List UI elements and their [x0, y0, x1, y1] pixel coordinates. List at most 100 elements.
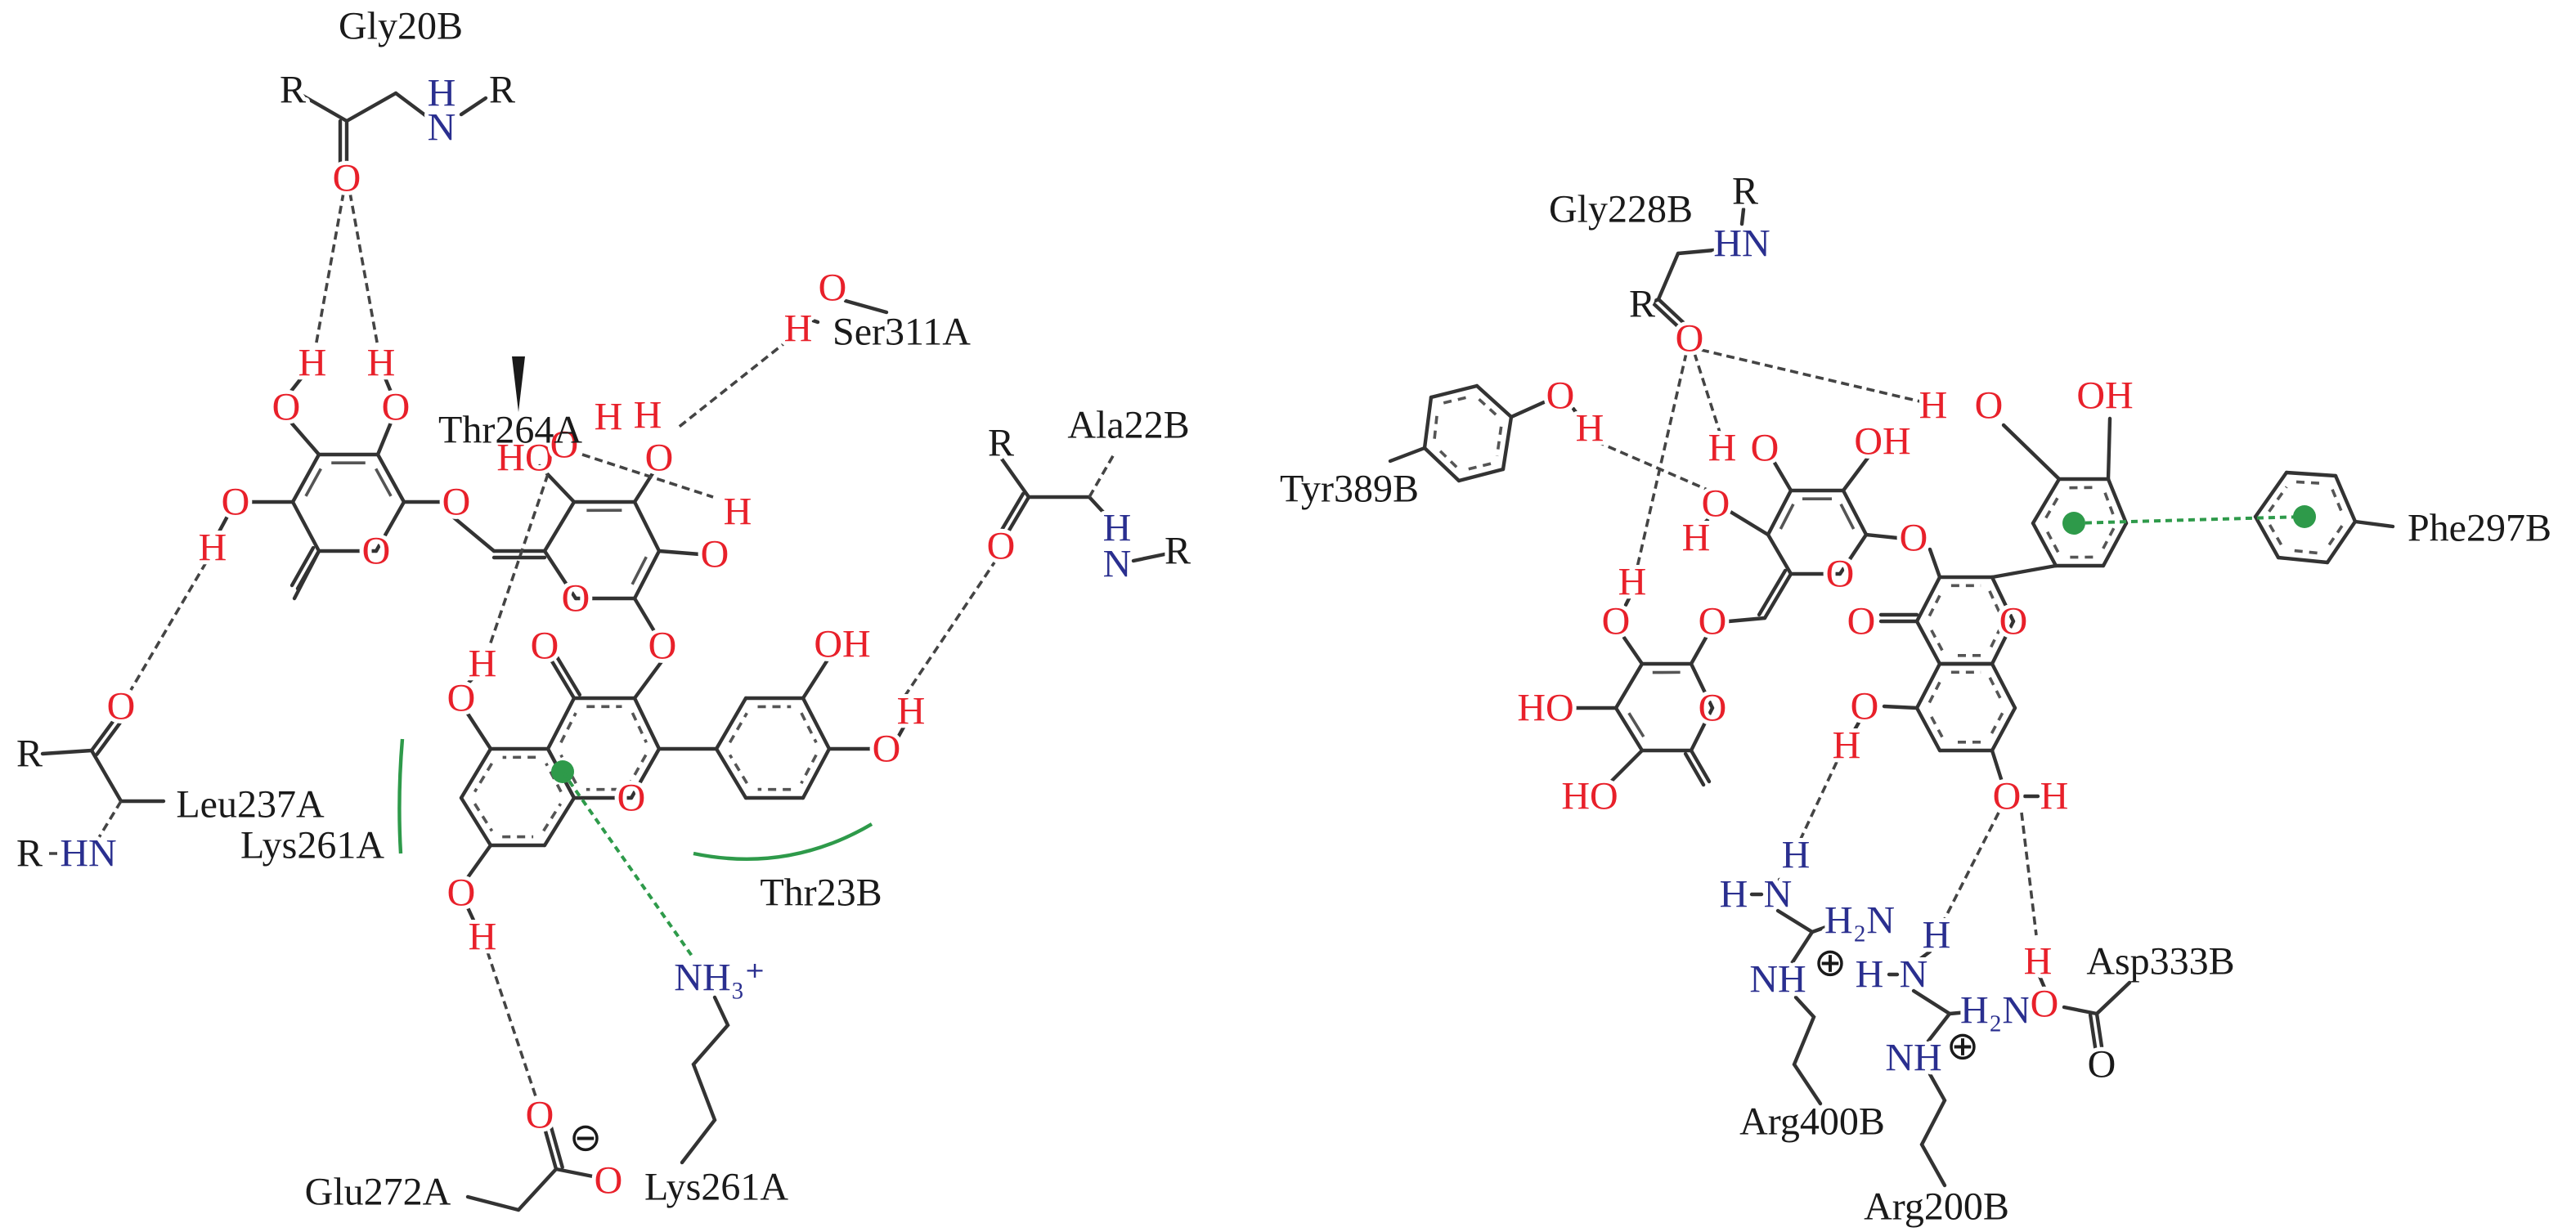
bond	[464, 673, 478, 688]
aromatic-bond	[1443, 395, 1470, 405]
bond	[632, 596, 657, 634]
atom-label: O	[1900, 517, 1928, 560]
atom-label: H	[634, 394, 662, 437]
bond	[1924, 1011, 1952, 1046]
bond	[1882, 704, 1919, 710]
hydrogen-bond	[581, 453, 714, 499]
hydrogen-bond	[1595, 440, 1710, 492]
pi-pi-stacking-interaction	[2073, 515, 2305, 525]
atom-label: H	[1103, 507, 1132, 550]
aromatic-bond	[728, 754, 748, 785]
bond	[2062, 1005, 2099, 1016]
atom-label: O	[222, 481, 250, 524]
hydrogen-bond	[487, 473, 550, 648]
aromatic-bond	[1988, 590, 2003, 617]
atom-label: O	[1975, 384, 2004, 428]
hashed-wedge-bond	[96, 800, 123, 840]
ring-double-bond	[1627, 712, 1645, 738]
ring-bond	[1766, 488, 1793, 537]
aromatic-bond	[800, 712, 818, 744]
bond	[1131, 552, 1167, 563]
ring-bond	[542, 500, 577, 553]
bond	[1990, 563, 2058, 580]
atom-label: NH	[1885, 1037, 1941, 1080]
aromatic-bond	[1988, 712, 2004, 738]
atom-label: H	[428, 72, 456, 115]
atom-label: H	[595, 396, 623, 439]
ring-bond	[1990, 706, 2017, 753]
atom-label: OH	[814, 623, 870, 666]
atom-label: O	[1847, 600, 1876, 643]
ring-bond	[801, 746, 832, 800]
atom-label: H	[469, 916, 497, 959]
hydrogen-bond	[675, 338, 790, 430]
atom-label: R	[489, 69, 515, 112]
atom-label: R	[1165, 530, 1191, 573]
atom-label: O	[595, 1159, 623, 1203]
residue-label: Gly20B	[339, 5, 463, 48]
ring-bond	[1456, 467, 1506, 483]
atom-label: NH	[1749, 958, 1806, 1001]
atom-label: O	[648, 625, 677, 668]
aromatic-bond	[631, 712, 648, 743]
atom-label: O	[1602, 600, 1631, 643]
double-bond	[553, 652, 582, 697]
bond	[89, 717, 117, 753]
aromatic-bond	[1928, 590, 1944, 617]
bond	[1509, 400, 1546, 419]
bond	[2094, 1011, 2104, 1049]
ring-bond	[1422, 446, 1461, 483]
residue-label: Tyr389B	[1280, 468, 1419, 511]
bond	[2106, 416, 2112, 482]
atom-label: H	[1618, 561, 1647, 604]
atom-label: H	[2024, 940, 2053, 983]
bond	[290, 87, 349, 123]
atom-label: O	[1699, 600, 1727, 643]
ring-bond	[1838, 532, 1869, 576]
bond	[1622, 635, 1645, 666]
bond	[516, 1167, 559, 1212]
ring-bond	[1990, 619, 2016, 666]
aromatic-bond	[2296, 480, 2325, 486]
residue-label: Leu237A	[176, 783, 325, 827]
atom-label: N	[1900, 953, 1928, 997]
atom-label: R	[16, 732, 43, 776]
aromatic-bond	[1988, 625, 2003, 652]
ring-bond	[459, 746, 493, 800]
bond	[284, 372, 307, 400]
atom-label: O	[819, 267, 847, 310]
atom-label: O	[1676, 317, 1704, 361]
bond	[1623, 596, 1631, 607]
bond	[801, 655, 832, 701]
bond	[382, 374, 395, 398]
atom-label: H	[1919, 384, 1948, 428]
atom-label: H	[469, 643, 497, 686]
aromatic-bond	[473, 762, 493, 793]
hydrophobic-contact-arc	[693, 822, 873, 861]
ring-bond	[801, 696, 832, 751]
atom-label: H	[1720, 873, 1748, 916]
bond	[843, 298, 889, 315]
atom-label: O	[526, 1094, 554, 1137]
atom-label: HN	[1713, 222, 1770, 266]
ring-double-bond	[304, 468, 322, 497]
ring-bond	[1422, 395, 1434, 450]
atom-label: NH₃⁺	[674, 956, 765, 1000]
ring-double-bond	[375, 468, 393, 497]
ring-bond	[545, 696, 577, 751]
bond	[1851, 719, 1862, 735]
ring-bond	[629, 746, 662, 800]
bond	[1087, 495, 1111, 521]
atom-label: N	[1103, 543, 1132, 586]
hydrogen-bond	[1693, 352, 1722, 436]
hydrogen-bond	[486, 951, 538, 1100]
atom-label: H	[1708, 427, 1737, 470]
atom-label: H	[724, 491, 752, 534]
atom-label: ⊕	[1814, 942, 1847, 985]
ring-bond	[1914, 661, 1942, 710]
bond	[295, 549, 321, 591]
hydrogen-bond	[129, 562, 208, 691]
residue-label: Lys261A	[644, 1166, 788, 1209]
atom-label: R	[1732, 170, 1758, 213]
bond	[442, 508, 496, 553]
